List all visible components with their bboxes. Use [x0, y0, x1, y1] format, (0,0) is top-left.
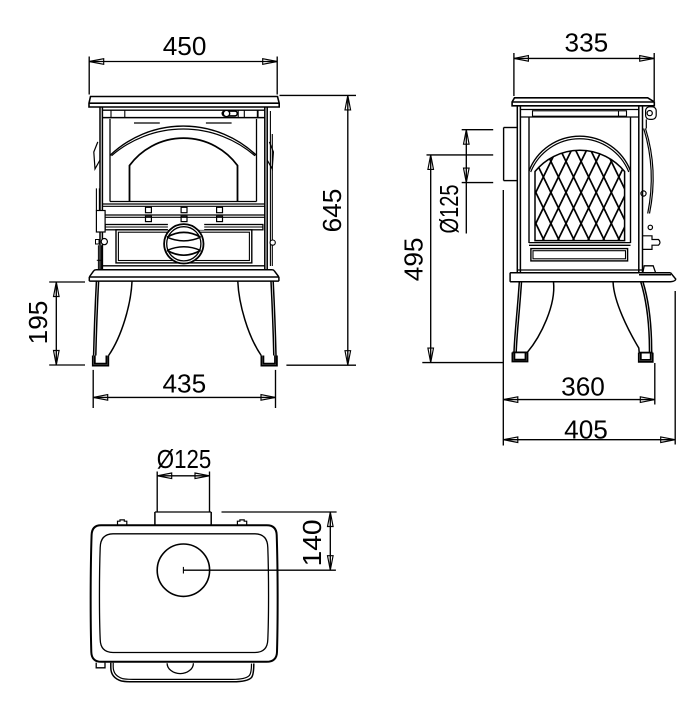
svg-text:Ø125: Ø125 — [157, 444, 212, 474]
svg-text:405: 405 — [564, 415, 608, 445]
svg-text:495: 495 — [398, 238, 428, 282]
svg-text:Ø125: Ø125 — [434, 185, 464, 234]
svg-text:450: 450 — [163, 31, 207, 61]
svg-text:435: 435 — [162, 369, 206, 399]
svg-text:140: 140 — [297, 519, 327, 566]
svg-text:360: 360 — [561, 371, 605, 401]
svg-text:645: 645 — [317, 189, 347, 233]
svg-text:335: 335 — [565, 28, 609, 58]
svg-text:195: 195 — [23, 301, 53, 345]
